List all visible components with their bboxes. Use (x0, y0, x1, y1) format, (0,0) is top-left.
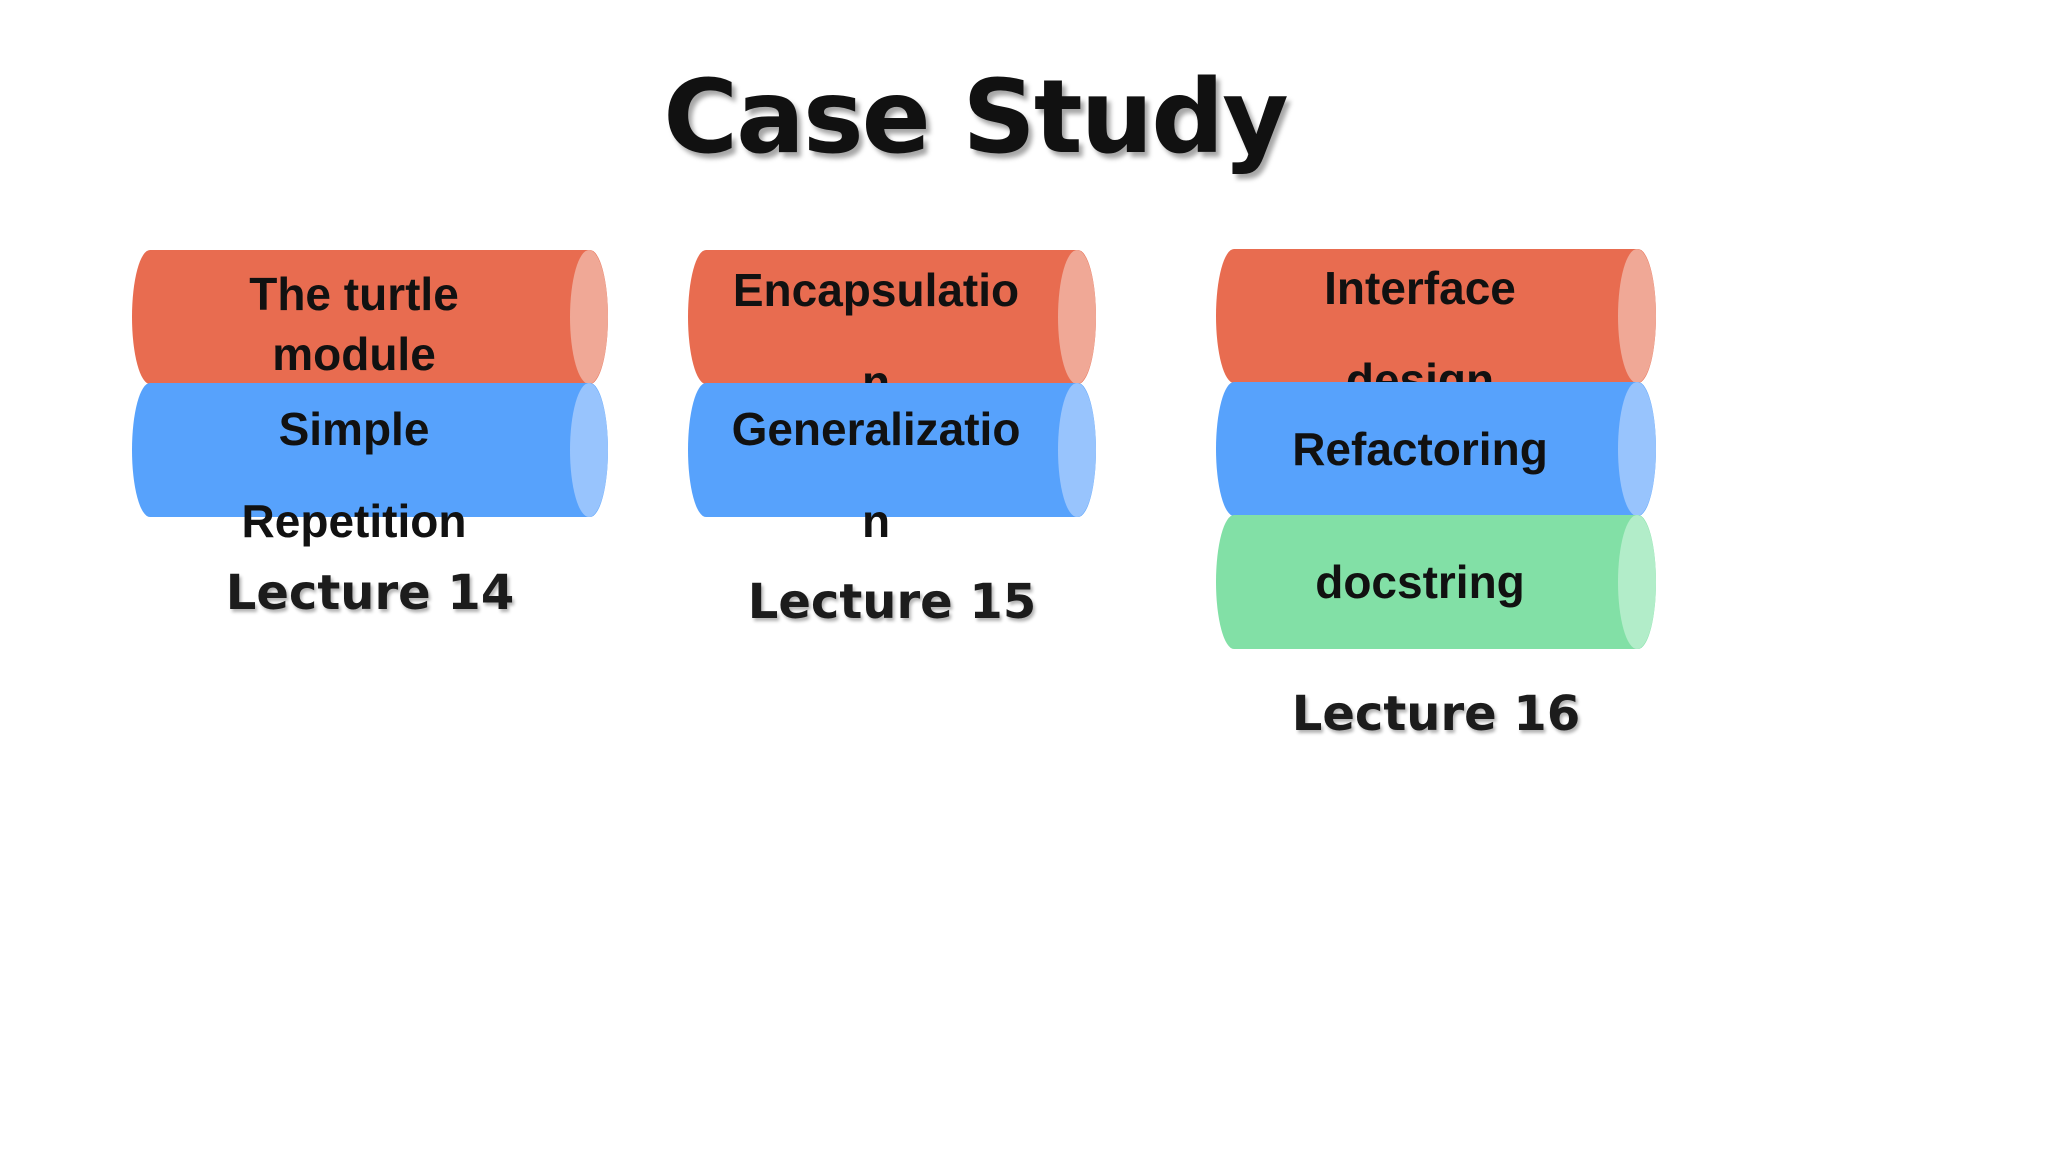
cylinder-cap (1618, 515, 1656, 649)
lecture-label-15: Lecture 15 (747, 574, 1037, 630)
label-line: Encapsulatio (732, 264, 1020, 316)
cylinder-simple-repetition: Simple Repetition (132, 383, 608, 547)
label-line: docstring (1315, 556, 1525, 608)
cylinder-cap (1058, 250, 1096, 384)
cylinder-cap (1058, 383, 1096, 517)
slide-title: Case Study (663, 58, 1288, 177)
label-line: The turtle (249, 268, 459, 320)
cylinder-cap (570, 383, 608, 517)
cylinder-cap (570, 250, 608, 384)
cylinder-generalization: Generalizatio n (688, 383, 1096, 547)
cylinder-label: Encapsulatio n (688, 244, 1064, 408)
cylinder-label: Simple Repetition (132, 383, 576, 547)
cylinder-label: Refactoring (1216, 382, 1624, 516)
label-line: Interface (1324, 262, 1516, 314)
label-line: Repetition (241, 495, 467, 547)
label-line: Generalizatio (731, 403, 1021, 455)
cylinder-turtle-module: The turtle module (132, 250, 608, 384)
cylinder-refactoring: Refactoring (1216, 382, 1656, 516)
cylinder-label: Generalizatio n (688, 383, 1064, 547)
label-line: n (861, 495, 891, 547)
label-line: Simple (278, 403, 430, 455)
cylinder-docstring: docstring (1216, 515, 1656, 649)
cylinder-interface-design: Interface design (1216, 249, 1656, 406)
label-line: module (272, 328, 436, 380)
cylinder-label: Interface design (1216, 242, 1624, 406)
cylinder-cap (1618, 382, 1656, 516)
cylinder-label: The turtle module (132, 264, 576, 384)
cylinder-cap (1618, 249, 1656, 383)
cylinder-encapsulation: Encapsulatio n (688, 250, 1096, 408)
lecture-label-14: Lecture 14 (225, 565, 515, 621)
cylinder-label: docstring (1216, 515, 1624, 649)
lecture-label-16: Lecture 16 (1291, 686, 1581, 742)
label-line: Refactoring (1292, 423, 1548, 475)
